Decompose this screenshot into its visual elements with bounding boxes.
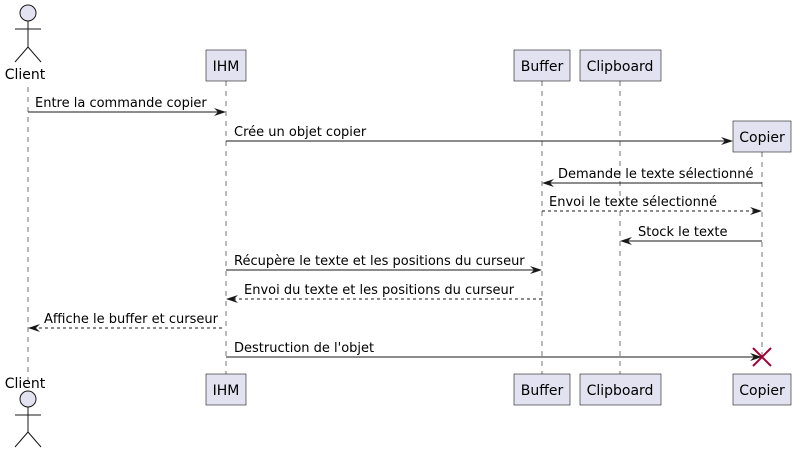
participant-label-copier-top: Copier: [739, 130, 785, 146]
message-label-m4: Envoi le texte sélectionné: [549, 195, 717, 210]
message-m6: Récupère le texte et les positions du cu…: [226, 254, 542, 274]
participant-buffer-top: Buffer: [513, 49, 571, 82]
participant-label-ihm-bottom: IHM: [213, 383, 240, 399]
message-m1: Entre la commande copier: [28, 96, 226, 116]
participant-label-client-bottom: Client: [5, 376, 46, 392]
message-m10: Destruction de l'objet: [226, 341, 762, 361]
message-m8: Affiche le buffer et curseur: [28, 312, 222, 332]
participant-buffer-bottom: Buffer: [513, 373, 571, 406]
participant-label-ihm-top: IHM: [213, 59, 240, 75]
lifelines: [27, 81, 763, 385]
actor-client-bottom: [14, 390, 42, 448]
message-label-m5: Stock le texte: [638, 225, 728, 240]
participant-label-client-top: Client: [5, 67, 46, 83]
participant-ihm-top: IHM: [205, 49, 247, 82]
participant-ihm-bottom: IHM: [205, 373, 247, 406]
participant-copier-bottom: Copier: [732, 373, 792, 406]
message-label-m8: Affiche le buffer et curseur: [44, 312, 219, 327]
participant-label-copier-bottom: Copier: [739, 383, 785, 399]
actor-client-top: [14, 4, 42, 63]
participant-label-buffer-top: Buffer: [521, 59, 564, 75]
participant-label-clipboard-bottom: Clipboard: [587, 383, 654, 399]
message-label-m10: Destruction de l'objet: [234, 341, 374, 356]
participant-label-buffer-bottom: Buffer: [521, 383, 564, 399]
message-m7: Envoi du texte et les positions du curse…: [226, 283, 542, 303]
participant-clipboard-top: Clipboard: [579, 49, 662, 82]
message-label-m3: Demande le texte sélectionné: [558, 167, 753, 182]
message-label-m6: Récupère le texte et les positions du cu…: [234, 254, 525, 269]
participant-clipboard-bottom: Clipboard: [579, 373, 662, 406]
destroy-icon: [752, 347, 772, 367]
message-m4: Envoi le texte sélectionné: [542, 195, 762, 215]
message-label-m2: Crée un objet copier: [234, 125, 367, 140]
actor-head: [19, 4, 37, 22]
message-label-m7: Envoi du texte et les positions du curse…: [244, 283, 515, 298]
message-m5: Stock le texte: [620, 225, 762, 245]
participant-label-clipboard-top: Clipboard: [587, 59, 654, 75]
participant-copier-created: Copier: [732, 120, 792, 153]
actor-head: [19, 390, 37, 408]
message-m2: Crée un objet copier: [226, 125, 733, 145]
message-m3: Demande le texte sélectionné: [542, 167, 762, 187]
message-label-m1: Entre la commande copier: [35, 96, 207, 111]
